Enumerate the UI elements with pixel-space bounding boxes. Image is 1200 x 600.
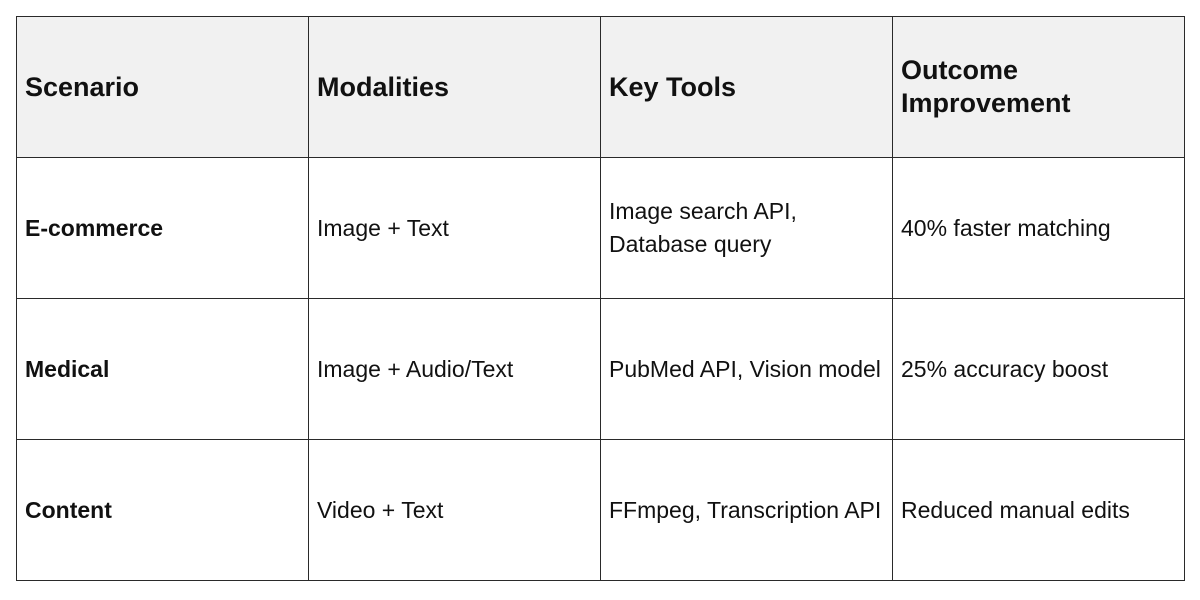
key-tools-cell: Image search API, Database query xyxy=(600,157,893,299)
modalities-cell: Image + Text xyxy=(308,157,601,299)
table-row: E-commerce Image + Text Image search API… xyxy=(16,157,1185,299)
outcome-cell: Reduced manual edits xyxy=(892,439,1185,581)
table-row: Content Video + Text FFmpeg, Transcripti… xyxy=(16,439,1185,581)
outcome-cell: 25% accuracy boost xyxy=(892,298,1185,440)
table-row: Medical Image + Audio/Text PubMed API, V… xyxy=(16,298,1185,440)
scenario-cell: Content xyxy=(16,439,309,581)
comparison-table-container: Scenario Modalities Key Tools Outcome Im… xyxy=(16,16,1185,581)
header-key-tools: Key Tools xyxy=(600,16,893,158)
table-header: Scenario Modalities Key Tools Outcome Im… xyxy=(16,16,1185,158)
key-tools-cell: PubMed API, Vision model xyxy=(600,298,893,440)
scenario-cell: Medical xyxy=(16,298,309,440)
header-modalities: Modalities xyxy=(308,16,601,158)
table-body: E-commerce Image + Text Image search API… xyxy=(16,157,1185,581)
header-scenario: Scenario xyxy=(16,16,309,158)
comparison-table: Scenario Modalities Key Tools Outcome Im… xyxy=(16,16,1185,581)
scenario-cell: E-commerce xyxy=(16,157,309,299)
header-outcome-improvement: Outcome Improvement xyxy=(892,16,1185,158)
modalities-cell: Image + Audio/Text xyxy=(308,298,601,440)
key-tools-cell: FFmpeg, Transcription API xyxy=(600,439,893,581)
header-row: Scenario Modalities Key Tools Outcome Im… xyxy=(16,16,1185,158)
outcome-cell: 40% faster matching xyxy=(892,157,1185,299)
modalities-cell: Video + Text xyxy=(308,439,601,581)
